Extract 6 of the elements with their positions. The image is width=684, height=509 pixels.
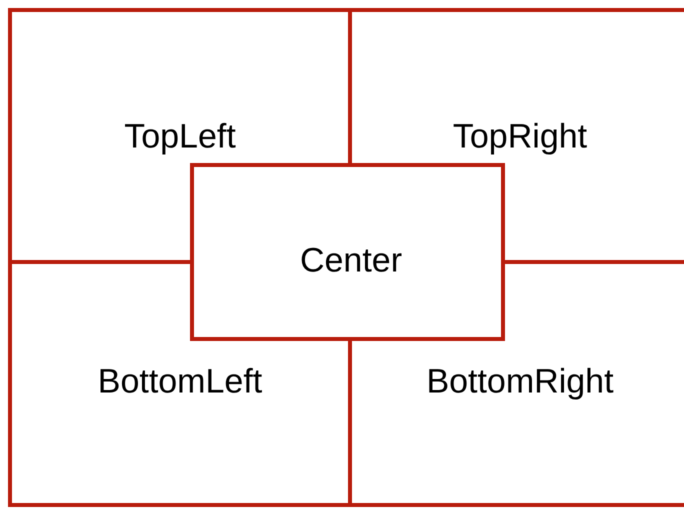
panel-label: TopLeft <box>124 118 236 156</box>
center-panel <box>190 163 505 341</box>
panel-label: TopRight <box>452 118 588 156</box>
panel-label: BottomRight <box>426 363 614 401</box>
panel-label: BottomLeft <box>98 363 262 401</box>
panel-label: Center <box>300 242 402 280</box>
